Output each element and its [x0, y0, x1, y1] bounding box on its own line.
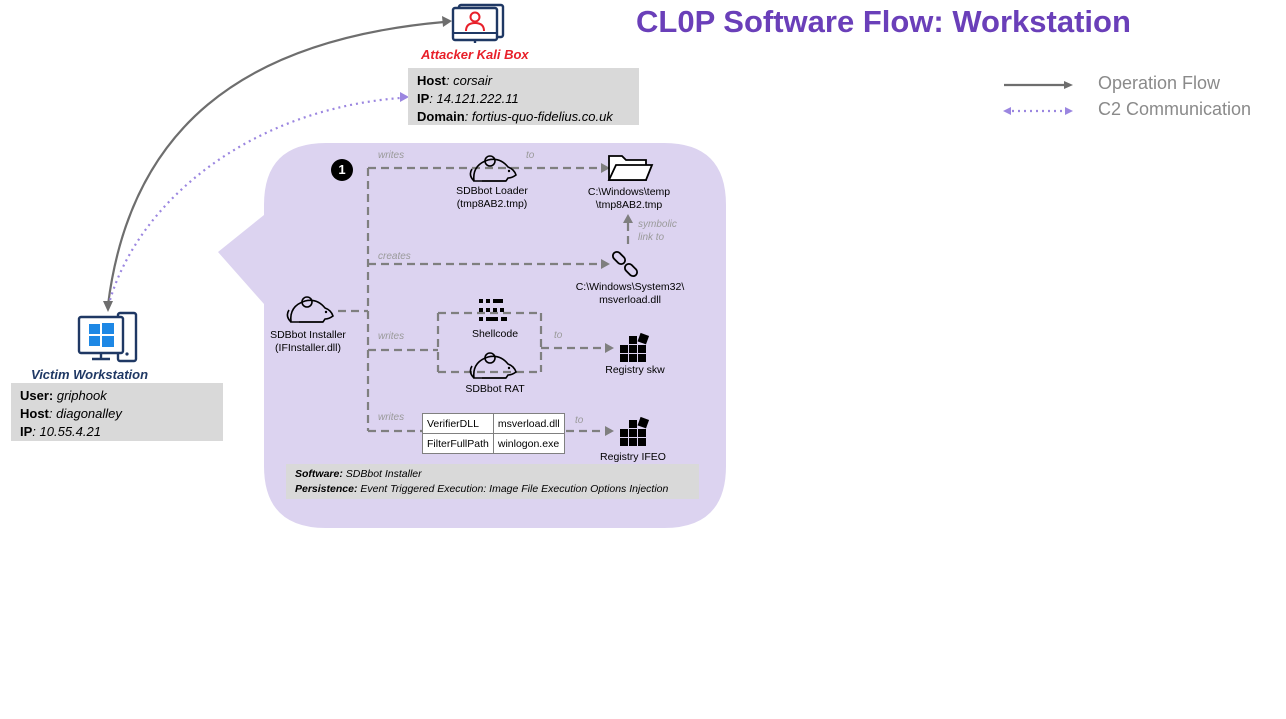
operation-flow-arrowhead-top: [442, 16, 452, 27]
attacker-domain-line: Domain: fortius-quo-fidelius.co.uk: [417, 109, 613, 124]
arrowhead-link: [601, 259, 610, 269]
edge-creates: creates: [378, 251, 411, 262]
table-row: VerifierDLL msverload.dll: [422, 413, 565, 434]
operation-flow-legend-arrow: [1004, 81, 1073, 89]
victim-windows-monitor-icon: [76, 311, 140, 368]
arrowhead-symbolic: [623, 214, 633, 223]
operation-flow-arrowhead-bottom: [103, 301, 113, 312]
software-line: Software: SDBbot Installer: [295, 468, 422, 480]
table-cell: VerifierDLL: [422, 413, 494, 434]
arrowhead-ifeo: [605, 426, 614, 436]
registry-ifeo-icon: [618, 415, 652, 452]
shellcode-label: Shellcode: [471, 328, 519, 340]
registry-skw-icon: [618, 331, 652, 368]
folder-icon: [606, 150, 654, 189]
edge-to-mid: to: [554, 330, 563, 341]
c2-communication-arrow: [108, 96, 401, 301]
attacker-ip-line: IP: 14.121.222.11: [417, 91, 519, 106]
arrowhead-folder: [601, 163, 610, 173]
edge-symbolic-line2: link to: [638, 232, 665, 243]
c2-arrowhead: [400, 92, 409, 102]
edge-writes-top: writes: [378, 150, 405, 161]
attacker-info-box: Host: corsair IP: 14.121.222.11 Domain: …: [408, 68, 639, 125]
rat-label: SDBbot RAT: [465, 383, 525, 395]
step-badge: 1: [331, 159, 353, 181]
legend-arrows: [1003, 81, 1073, 115]
flow-lines: [338, 166, 630, 433]
page-title: CL0P Software Flow: Workstation: [636, 4, 1131, 39]
attacker-caption: Attacker Kali Box: [421, 47, 529, 62]
temp-file-label: C:\Windows\temp \tmp8AB2.tmp: [587, 186, 671, 211]
victim-info-box: User: griphook Host: diagonalley IP: 10.…: [11, 383, 223, 441]
table-cell: FilterFullPath: [422, 433, 494, 454]
installer-label: SDBbot Installer (IFInstaller.dll): [270, 329, 346, 354]
attacker-monitor-icon: [450, 2, 510, 49]
registry-skw-label: Registry skw: [605, 364, 665, 376]
victim-caption: Victim Workstation: [31, 367, 149, 382]
legend-operation-flow: Operation Flow: [1098, 73, 1221, 93]
persistence-line: Persistence: Event Triggered Execution: …: [295, 483, 669, 495]
flow-arrowheads: [601, 163, 633, 436]
table-cell: msverload.dll: [492, 413, 565, 434]
table-cell: winlogon.exe: [492, 433, 565, 454]
operation-flow-arrow: [106, 20, 445, 306]
installer-rat-icon: [285, 292, 337, 333]
attacker-host-line: Host: corsair: [417, 73, 493, 88]
edge-writes-bottom: writes: [378, 412, 405, 423]
edge-writes-mid: writes: [378, 331, 405, 342]
edge-to-top: to: [526, 150, 535, 161]
victim-host-line: Host: diagonalley: [20, 406, 122, 421]
victim-user-line: User: griphook: [20, 388, 107, 403]
registry-ifeo-label: Registry IFEO: [600, 451, 666, 463]
edge-to-bottom: to: [575, 415, 584, 426]
software-note: Software: SDBbot Installer Persistence: …: [286, 464, 699, 499]
table-row: FilterFullPath winlogon.exe: [422, 433, 565, 454]
ifeo-values-table: VerifierDLL msverload.dll FilterFullPath…: [422, 413, 565, 454]
arrowhead-skw: [605, 343, 614, 353]
victim-ip-line: IP: 10.55.4.21: [20, 424, 101, 439]
loader-rat-icon: [468, 152, 520, 191]
edge-symbolic-line1: symbolic: [638, 219, 677, 230]
c2-legend-arrow: [1003, 107, 1073, 115]
msverload-label: C:\Windows\System32\ msverload.dll: [575, 281, 685, 306]
rat-icon: [468, 349, 520, 388]
chain-link-icon: [610, 248, 644, 285]
legend-c2-communication: C2 Communication: [1098, 99, 1252, 119]
loader-label: SDBbot Loader (tmp8AB2.tmp): [456, 185, 528, 210]
code-blocks-icon: [477, 296, 511, 329]
